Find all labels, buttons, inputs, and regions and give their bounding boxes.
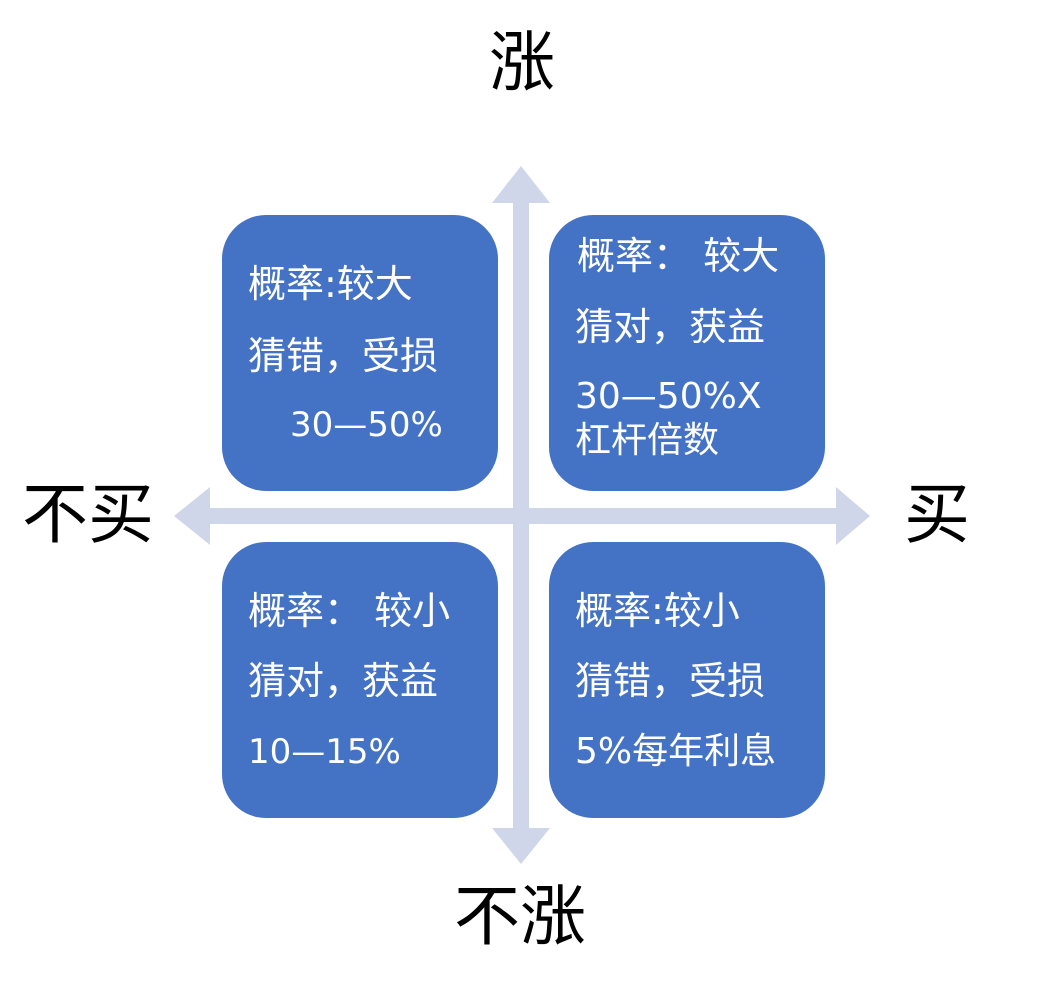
axis-label-right: 买 xyxy=(904,476,970,553)
down-arrowhead xyxy=(492,828,550,864)
up-arrowhead xyxy=(492,166,550,203)
horizontal-axis xyxy=(205,508,840,524)
quadrant-amount: 30—50% xyxy=(290,405,443,445)
quadrant-amount: 5%每年利息 xyxy=(575,731,777,772)
quadrant-outcome: 猜对，获益 xyxy=(575,305,766,349)
left-arrowhead xyxy=(174,487,210,545)
quadrant-top-left: 概率:较大 猜错，受损 30—50% xyxy=(222,215,498,491)
quadrant-bottom-right: 概率:较小 猜错，受损 5%每年利息 xyxy=(549,542,825,818)
quadrant-amount: 10—15% xyxy=(248,732,401,772)
axis-label-bottom: 不涨 xyxy=(454,878,586,955)
quadrant-top-right: 概率： 较大 猜对，获益 30—50%X杠杆倍数 xyxy=(549,215,825,491)
quadrant-amount: 30—50%X杠杆倍数 xyxy=(575,376,762,461)
quadrant-outcome: 猜对，获益 xyxy=(248,659,439,703)
quadrant-outcome: 猜错，受损 xyxy=(248,334,439,378)
quadrant-outcome: 猜错，受损 xyxy=(575,659,766,703)
quadrant-bottom-left: 概率： 较小 猜对，获益 10—15% xyxy=(222,542,498,818)
right-arrowhead xyxy=(836,487,870,545)
axis-label-left: 不买 xyxy=(22,476,154,553)
axis-label-top: 涨 xyxy=(489,24,555,101)
quadrant-probability: 概率:较大 xyxy=(248,262,413,306)
quadrant-probability: 概率： 较小 xyxy=(248,589,451,633)
quadrant-probability: 概率： 较大 xyxy=(577,234,780,278)
quadrant-probability: 概率:较小 xyxy=(575,589,740,633)
